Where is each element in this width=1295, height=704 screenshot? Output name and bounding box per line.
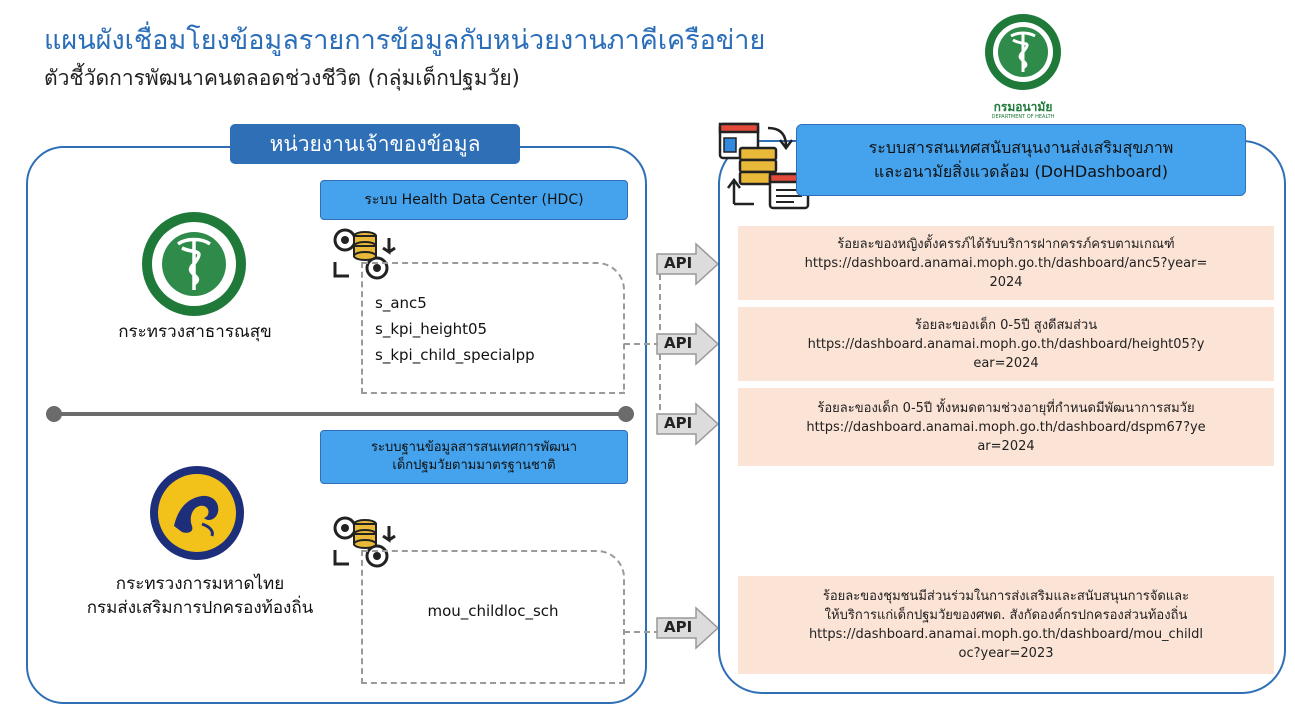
lion-seal-icon: [150, 466, 244, 560]
indicator-url: https://dashboard.anamai.moph.go.th/dash…: [807, 336, 1205, 352]
indicator-url: https://dashboard.anamai.moph.go.th/dash…: [806, 419, 1206, 435]
agency-name-moph: กระทรวงสาธารณสุข: [118, 322, 272, 342]
indicator-url-cont: ar=2024: [977, 438, 1035, 454]
connector-lines: [624, 264, 661, 633]
moph-seal-icon: [142, 212, 246, 316]
table-list-hdc: s_anc5 s_kpi_height05 s_kpi_child_specia…: [375, 290, 535, 368]
api-arrow: API: [656, 242, 720, 286]
api-label: API: [664, 618, 693, 636]
indicator-title-cont: ให้บริการแก่เด็กปฐมวัยของศพด. สังกัดองค์…: [824, 608, 1188, 623]
indicator-mou-childloc: ร้อยละของชุมชนมีส่วนร่วมในการส่งเสริมและ…: [738, 576, 1274, 674]
system-hdc: ระบบ Health Data Center (HDC): [320, 180, 628, 220]
moph-logo: [140, 210, 248, 318]
table-name: s_kpi_child_specialpp: [375, 346, 535, 364]
indicator-url: https://dashboard.anamai.moph.go.th/dash…: [804, 255, 1208, 271]
dashboard-header-line2: และอนามัยสิ่งแวดล้อม (DoHDashboard): [874, 162, 1168, 181]
indicator-title: ร้อยละของเด็ก 0-5ปี ทั้งหมดตามช่วงอายุที…: [817, 400, 1195, 416]
department-logo: กรมอนามัย DEPARTMENT OF HEALTH: [978, 10, 1068, 120]
api-arrow: API: [656, 606, 720, 650]
dashboard-header-line1: ระบบสารสนเทศสนับสนุนงานส่งเสริมสุขภาพ: [868, 138, 1174, 157]
indicator-title: ร้อยละของหญิงตั้งครรภ์ได้รับบริการฝากครร…: [837, 236, 1175, 252]
indicator-url-cont: oc?year=2023: [958, 646, 1054, 661]
owner-panel-header: หน่วยงานเจ้าของข้อมูล: [230, 124, 520, 164]
api-arrow: API: [656, 322, 720, 366]
table-list-child: mou_childloc_sch: [363, 598, 623, 624]
agency-name-interior-line1: กระทรวงการมหาดไทย: [115, 574, 285, 594]
table-name: s_kpi_height05: [375, 320, 488, 338]
system-child-db-line1: ระบบฐานข้อมูลสารสนเทศการพัฒนา: [370, 440, 577, 455]
indicator-url-cont: ear=2024: [973, 355, 1039, 371]
department-logo-sublabel: DEPARTMENT OF HEALTH: [991, 114, 1055, 120]
database-gear-icon: [327, 510, 399, 574]
page-title: แผนผังเชื่อมโยงข้อมูลรายการข้อมูลกับหน่ว…: [44, 25, 766, 56]
page-subtitle: ตัวชี้วัดการพัฒนาคนตลอดช่วงชีวิต (กลุ่มเ…: [44, 66, 520, 90]
system-child-db-line2: เด็กปฐมวัยตามมาตรฐานชาติ: [392, 458, 556, 473]
api-label: API: [664, 414, 693, 432]
tables-box-child: mou_childloc_sch: [361, 550, 625, 684]
api-label: API: [664, 254, 693, 272]
indicator-height05: ร้อยละของเด็ก 0-5ปี สูงดีสมส่วน https://…: [738, 307, 1274, 381]
agency-name-interior-line2: กรมส่งเสริมการปกครองท้องถิ่น: [86, 598, 314, 618]
department-logo-label: กรมอนามัย: [993, 100, 1053, 114]
system-child-db: ระบบฐานข้อมูลสารสนเทศการพัฒนา เด็กปฐมวัย…: [320, 430, 628, 484]
api-arrow: API: [656, 402, 720, 446]
indicator-url-cont: 2024: [989, 274, 1023, 290]
indicator-title: ร้อยละของชุมชนมีส่วนร่วมในการส่งเสริมและ…: [822, 589, 1190, 604]
indicator-title: ร้อยละของเด็ก 0-5ปี สูงดีสมส่วน: [914, 317, 1098, 333]
interior-logo: [148, 464, 246, 562]
tables-box-hdc: s_anc5 s_kpi_height05 s_kpi_child_specia…: [361, 262, 625, 394]
table-name: mou_childloc_sch: [427, 602, 559, 620]
section-divider: [46, 406, 634, 422]
api-label: API: [664, 334, 693, 352]
department-seal-icon: [985, 14, 1061, 90]
dashboard-header: ระบบสารสนเทศสนับสนุนงานส่งเสริมสุขภาพ แล…: [796, 124, 1246, 196]
indicator-url: https://dashboard.anamai.moph.go.th/dash…: [808, 627, 1204, 642]
indicator-anc5: ร้อยละของหญิงตั้งครรภ์ได้รับบริการฝากครร…: [738, 226, 1274, 300]
indicator-dspm67: ร้อยละของเด็ก 0-5ปี ทั้งหมดตามช่วงอายุที…: [738, 388, 1274, 466]
table-name: s_anc5: [375, 294, 427, 312]
